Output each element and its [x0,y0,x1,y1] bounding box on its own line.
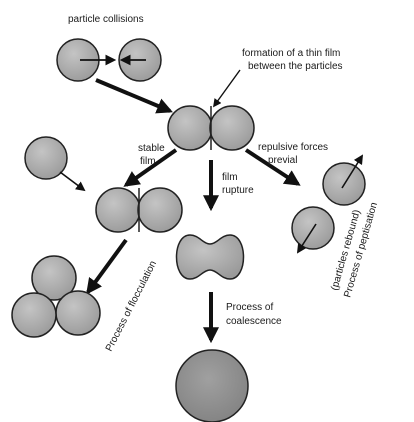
label-film-line1: film [222,172,238,183]
label-formation-line1: formation of a thin film [242,48,340,59]
label-film-line2: rupture [222,185,254,196]
arrow-to-film-pair [96,80,170,111]
label-coalescence-line2: coalescence [226,316,282,327]
coalescing-droplet [177,235,244,279]
label-repulsive-line2: previal [268,155,297,166]
label-repulsive-line1: repulsive forces [258,142,328,153]
label-stable-line2: film [140,156,156,167]
label-flocculation: Process of flocculation [104,259,159,353]
coalesced-drop [176,350,248,422]
label-formation-line2: between the particles [248,61,343,72]
arrow-incoming-particle [60,172,84,190]
label-stable-line1: stable [138,143,165,154]
arrow-to-flocculation [88,240,126,292]
label-particle-collisions: particle collisions [68,14,144,25]
flocculated-cluster [12,256,100,337]
film-pointer-arrow [214,70,240,106]
label-coalescence-line1: Process of [226,302,273,313]
